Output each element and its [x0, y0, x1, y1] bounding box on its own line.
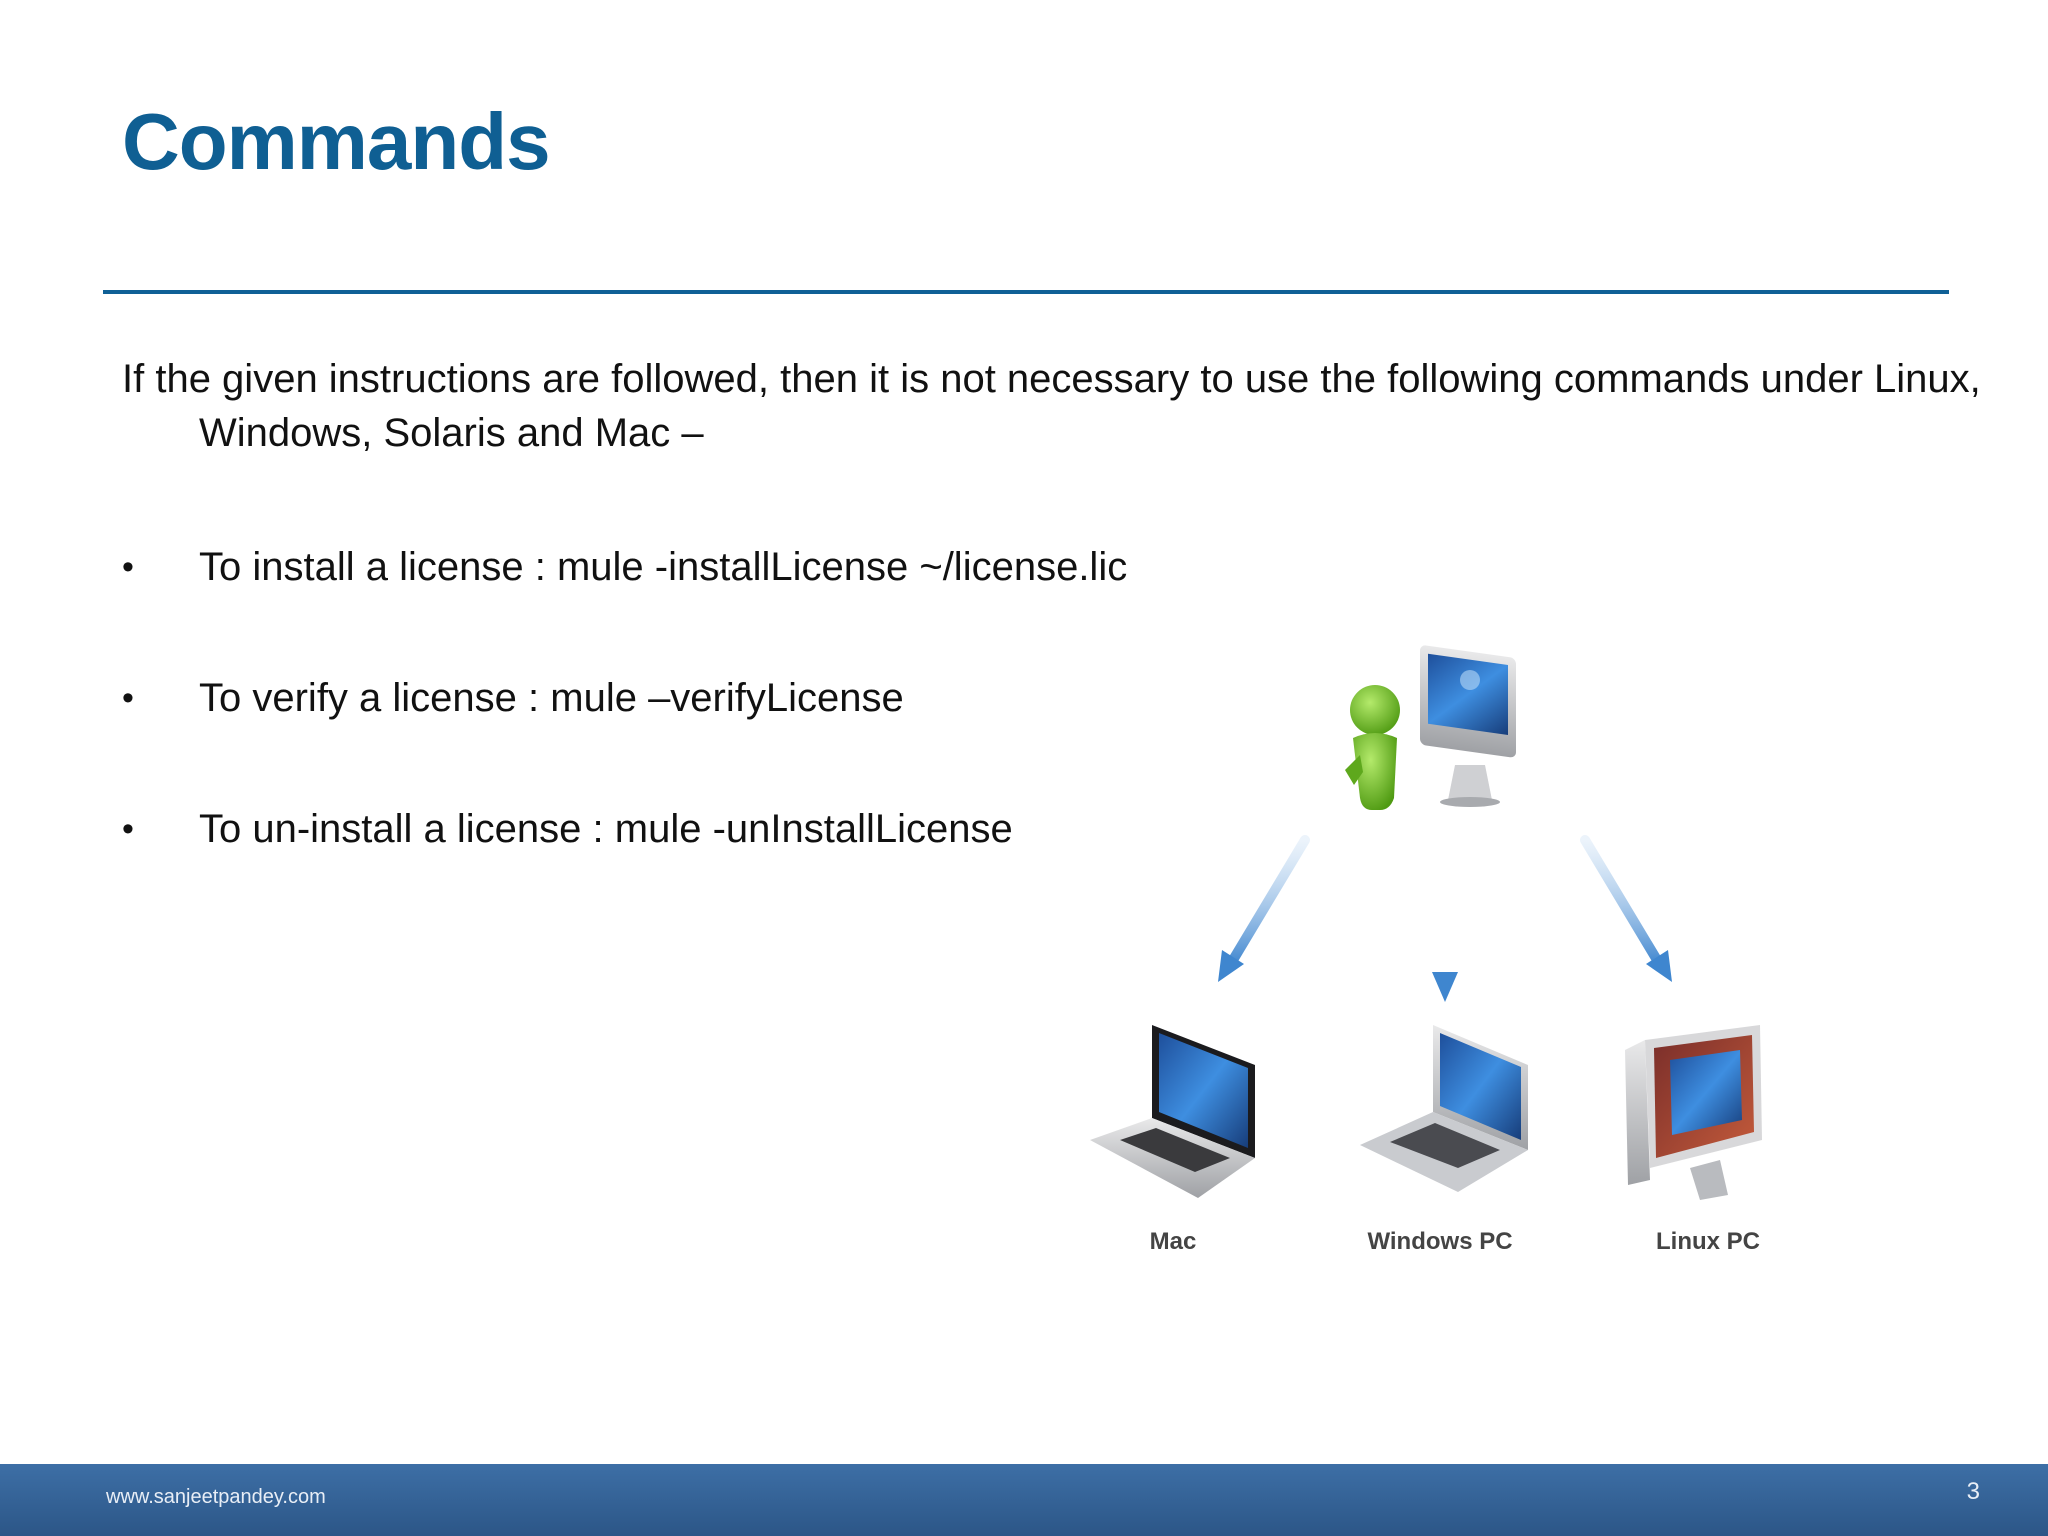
- list-item: • To install a license : mule -installLi…: [122, 540, 1127, 594]
- user-icon: [1345, 685, 1400, 810]
- windows-laptop-icon: [1360, 1025, 1528, 1192]
- bullet-text: To verify a license : mule –verifyLicens…: [199, 676, 904, 720]
- windows-pc-label: Windows PC: [1367, 1228, 1513, 1255]
- diagram-illustration: [1090, 645, 1762, 1200]
- desktop-monitor-icon: [1420, 645, 1516, 807]
- slide-footer: www.sanjeetpandey.com 3: [0, 1464, 2048, 1536]
- mac-laptop-icon: [1090, 1025, 1255, 1198]
- list-item: • To verify a license : mule –verifyLice…: [122, 671, 1127, 725]
- arrow-to-linux-icon: [1580, 835, 1672, 982]
- linux-pc-icon: [1625, 1025, 1762, 1200]
- bullet-text: To un-install a license : mule -unInstal…: [199, 807, 1013, 851]
- footer-url: www.sanjeetpandey.com: [106, 1486, 326, 1508]
- bullet-icon: •: [122, 810, 134, 848]
- arrow-to-windows-icon: [1432, 830, 1458, 1002]
- bullet-icon: •: [122, 679, 134, 717]
- bullet-text: To install a license : mule -installLice…: [199, 545, 1128, 589]
- mac-label: Mac: [1149, 1228, 1197, 1255]
- deployment-diagram: Mac Windows PC Linux PC: [1060, 620, 1820, 1280]
- page-number: 3: [1966, 1478, 1980, 1505]
- list-item: • To un-install a license : mule -unInst…: [122, 802, 1127, 856]
- slide-title: Commands: [122, 97, 551, 186]
- arrow-to-mac-icon: [1218, 835, 1310, 982]
- intro-paragraph: If the given instructions are followed, …: [122, 357, 1981, 455]
- title-divider: [103, 290, 1949, 294]
- linux-pc-label: Linux PC: [1655, 1228, 1761, 1255]
- bullet-icon: •: [122, 548, 134, 586]
- command-list: • To install a license : mule -installLi…: [122, 540, 1127, 933]
